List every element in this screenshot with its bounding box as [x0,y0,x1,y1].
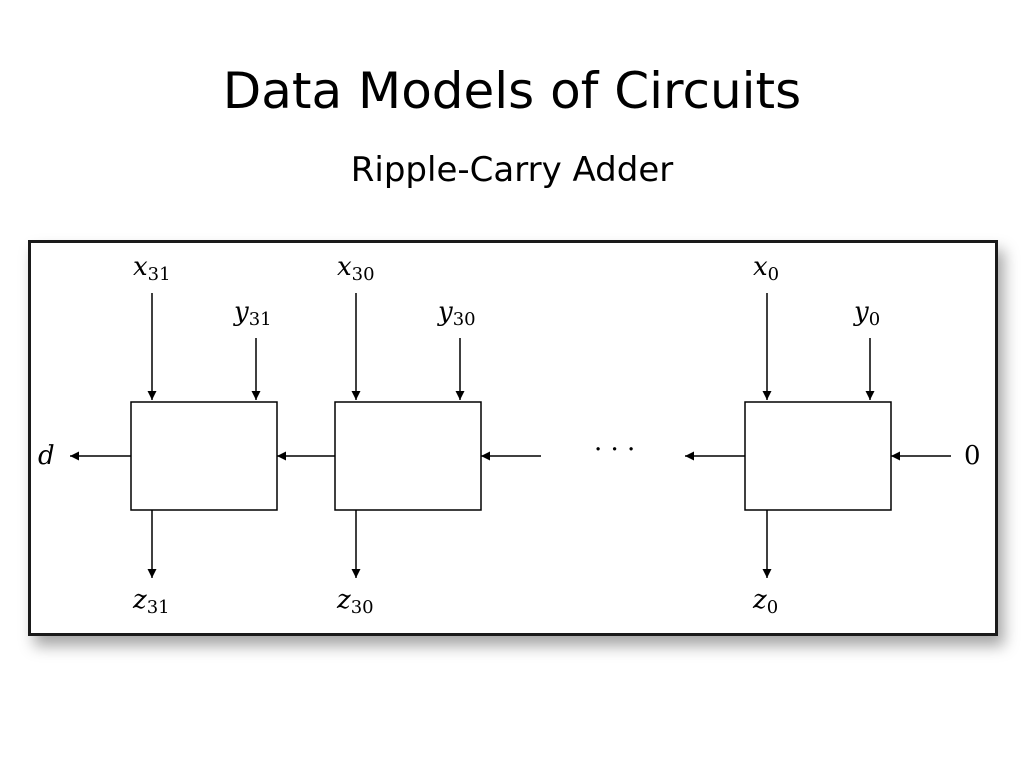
x31-label: x31 [133,252,171,285]
y30-label: y30 [437,297,476,330]
slide-title: Data Models of Circuits [222,62,802,120]
adder-stage-30: x30 y30 z30 [334,252,482,618]
full-adder-box-30 [334,401,482,511]
y0-label: y0 [853,297,880,330]
z30-label: z30 [336,585,374,618]
x30-label: x30 [337,252,375,285]
full-adder-box-31 [130,401,278,511]
z0-label: z0 [752,585,778,618]
carry-out-label: d [38,441,55,471]
x0-label: x0 [753,252,779,285]
adder-stage-0: x0 y0 z0 [744,252,892,618]
adder-stage-31: x31 y31 z31 [130,252,278,618]
z31-label: z31 [132,585,170,618]
ellipsis: · · · [594,435,635,465]
slide-subtitle: Ripple-Carry Adder [350,150,674,190]
y31-label: y31 [233,297,272,330]
carry-in-label: 0 [964,441,981,471]
full-adder-box-0 [744,401,892,511]
